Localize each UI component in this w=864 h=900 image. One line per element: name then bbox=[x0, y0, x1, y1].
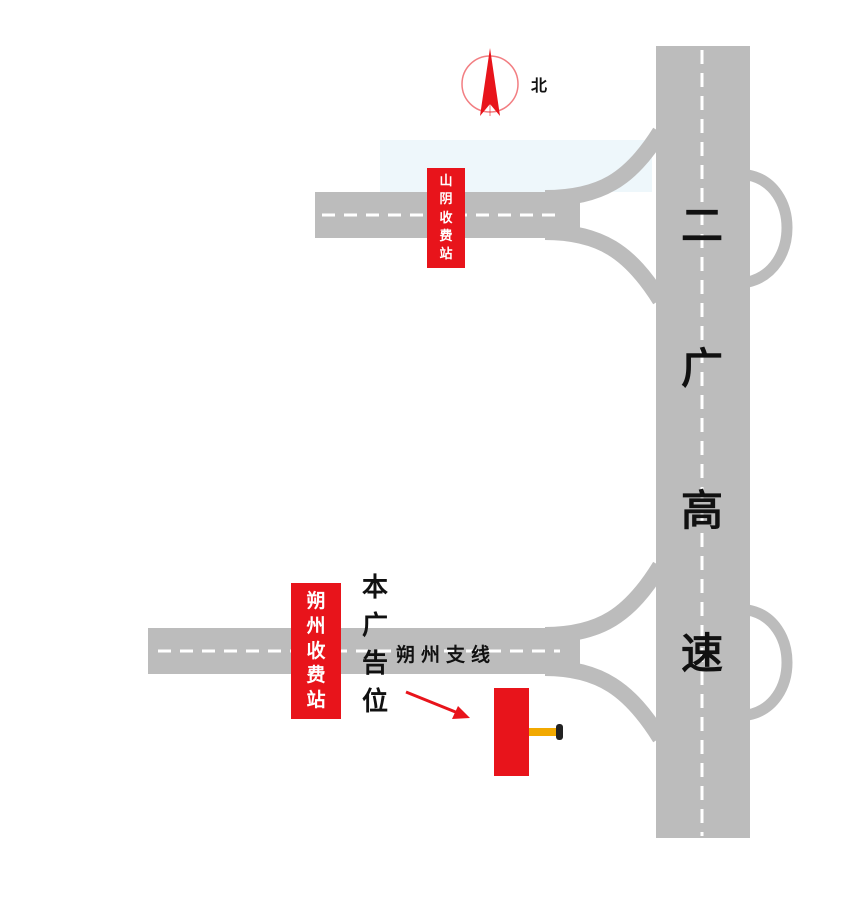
toll-north-char: 收 bbox=[439, 210, 453, 226]
toll-north-char: 站 bbox=[439, 247, 453, 262]
billboard-icon bbox=[494, 688, 563, 776]
toll-north-char: 山 bbox=[439, 174, 453, 189]
ad-label-char: 位 bbox=[361, 687, 388, 717]
south-ramp-upper bbox=[544, 561, 667, 643]
toll-south-char: 州 bbox=[306, 614, 326, 637]
highway-name-label: 二 广 高 速 bbox=[676, 205, 728, 675]
pointer-arrow-icon bbox=[405, 690, 470, 719]
south-loop-ramp bbox=[746, 604, 793, 721]
toll-north-char: 阴 bbox=[439, 192, 453, 208]
highway-name-char: 速 bbox=[680, 628, 723, 678]
billboard-pole bbox=[528, 728, 560, 736]
highway-name-char: 广 bbox=[680, 343, 723, 393]
north-arrow-icon bbox=[480, 48, 500, 116]
toll-south-char: 收 bbox=[306, 639, 326, 662]
billboard-panel bbox=[494, 688, 529, 776]
ad-label-char: 广 bbox=[361, 611, 388, 641]
toll-station-south: 朔 州 收 费 站 bbox=[291, 583, 341, 719]
highway-name-char: 高 bbox=[680, 486, 723, 536]
compass bbox=[461, 48, 519, 116]
ad-label-char: 告 bbox=[361, 649, 388, 679]
highway-name-char: 二 bbox=[680, 201, 723, 250]
toll-south-char: 朔 bbox=[306, 590, 326, 612]
ad-label-char: 本 bbox=[361, 573, 388, 603]
branch-road-label: 朔州支线 bbox=[396, 644, 497, 666]
toll-south-char: 站 bbox=[306, 689, 326, 711]
toll-north-char: 费 bbox=[439, 228, 453, 244]
ad-position-label: 本 广 告 位 bbox=[358, 575, 392, 715]
compass-north-label: 北 bbox=[531, 76, 548, 95]
north-ramp-lower bbox=[544, 224, 667, 305]
toll-south-char: 费 bbox=[306, 664, 326, 687]
billboard-pole-end bbox=[556, 724, 563, 740]
toll-station-north: 山 阴 收 费 站 bbox=[427, 168, 465, 268]
north-loop-ramp bbox=[746, 169, 793, 288]
